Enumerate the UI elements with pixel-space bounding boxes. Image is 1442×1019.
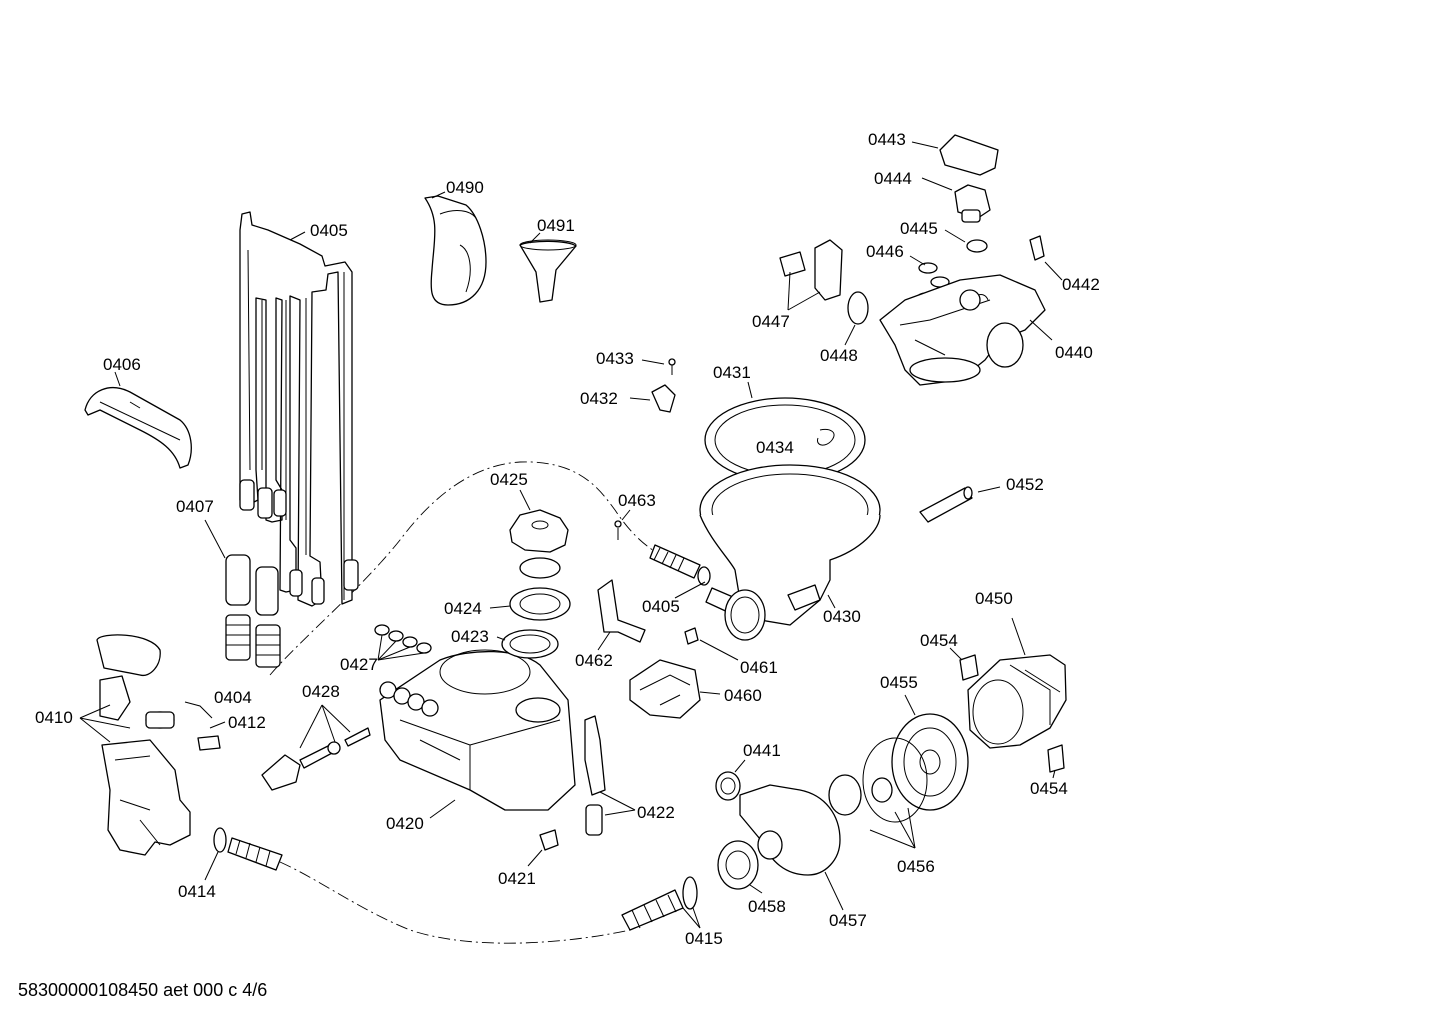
- part-0420-water-softener: [379, 649, 576, 811]
- label-0415: 0415: [685, 929, 723, 948]
- label-0414: 0414: [178, 882, 216, 901]
- label-0412: 0412: [228, 713, 266, 732]
- part-0433-screw: [668, 358, 676, 375]
- part-0407-sleeves: [225, 554, 279, 616]
- part-0428-level-switch: [261, 727, 371, 791]
- label-0442: 0442: [1062, 275, 1100, 294]
- part-0442-clip: [1029, 235, 1045, 261]
- label-0462: 0462: [575, 651, 613, 670]
- part-0415-hose: [621, 876, 698, 931]
- label-0430: 0430: [823, 607, 861, 626]
- label-0406: 0406: [103, 355, 141, 374]
- label-0422: 0422: [637, 803, 675, 822]
- part-0461-clip: [684, 627, 699, 645]
- label-0456: 0456: [897, 857, 935, 876]
- label-0454-top: 0454: [920, 631, 958, 650]
- label-0433: 0433: [596, 349, 634, 368]
- part-0462-bracket: [597, 579, 646, 643]
- label-0425: 0425: [490, 470, 528, 489]
- part-0456-seals-impeller: [828, 737, 928, 823]
- part-0443-cover: [939, 134, 999, 176]
- label-0404: 0404: [214, 688, 252, 707]
- part-0463-screw: [614, 520, 622, 540]
- label-0463: 0463: [618, 491, 656, 510]
- label-0490: 0490: [446, 178, 484, 197]
- label-0457: 0457: [829, 911, 867, 930]
- document-reference: 58300000108450 aet 000 c 4/6: [18, 980, 268, 1000]
- part-0454-clip-bottom: [1047, 744, 1065, 773]
- part-0455-pump-housing: [891, 713, 969, 811]
- part-0432-bracket: [651, 384, 676, 413]
- part-0425-ring: [519, 557, 561, 579]
- part-0430-sump: [699, 464, 881, 641]
- label-0450: 0450: [975, 589, 1013, 608]
- part-0444-connector: [954, 184, 991, 223]
- label-0410: 0410: [35, 708, 73, 727]
- part-0421-clip: [539, 829, 559, 851]
- part-0427-rings: [374, 624, 432, 654]
- label-0432: 0432: [580, 389, 618, 408]
- label-0431: 0431: [713, 363, 751, 382]
- label-0427: 0427: [340, 655, 378, 674]
- label-0458: 0458: [748, 897, 786, 916]
- label-0445: 0445: [900, 219, 938, 238]
- label-0421: 0421: [498, 869, 536, 888]
- part-0441-clamp: [715, 771, 741, 801]
- label-0423: 0423: [451, 627, 489, 646]
- part-0412-filter: [145, 701, 221, 751]
- hose-route-line-upper: [269, 461, 661, 676]
- label-0405-hose: 0405: [642, 597, 680, 616]
- hose-route-line-lower: [279, 861, 631, 944]
- part-0423-seal: [501, 629, 559, 659]
- part-0406-cover: [84, 387, 192, 469]
- label-0447: 0447: [752, 312, 790, 331]
- part-0491-funnel: [519, 239, 577, 303]
- part-0448-seal: [847, 291, 869, 325]
- part-0404-springs: [225, 614, 281, 668]
- label-0424: 0424: [444, 599, 482, 618]
- label-0405-tubes: 0405: [310, 221, 348, 240]
- label-0407: 0407: [176, 497, 214, 516]
- label-0448: 0448: [820, 346, 858, 365]
- part-0452-heating-tube: [919, 486, 973, 523]
- part-0457-pump-volute: [739, 784, 841, 876]
- part-0460-pump-motor-small: [629, 659, 701, 719]
- part-0424-nut: [509, 587, 571, 621]
- label-0441: 0441: [743, 741, 781, 760]
- part-0490-measuring-jug: [424, 195, 487, 306]
- label-0434: 0434: [756, 438, 794, 457]
- part-0454-clip-top: [959, 654, 979, 681]
- part-0447-sensor: [779, 239, 843, 301]
- part-0422-sensor: [584, 715, 606, 836]
- part-0425-cap: [509, 509, 569, 553]
- label-0452: 0452: [1006, 475, 1044, 494]
- label-0420: 0420: [386, 814, 424, 833]
- label-0461: 0461: [740, 658, 778, 677]
- part-0450-pump-motor: [967, 654, 1067, 749]
- label-0443: 0443: [868, 130, 906, 149]
- label-0460: 0460: [724, 686, 762, 705]
- label-0455: 0455: [880, 673, 918, 692]
- part-0414-drain-hose: [213, 827, 283, 871]
- part-0405-tube-assembly: [239, 211, 359, 607]
- part-0410-inlet-valve: [96, 634, 191, 856]
- label-0454-bottom: 0454: [1030, 779, 1068, 798]
- part-0458-seal-ring: [717, 840, 759, 890]
- label-0444: 0444: [874, 169, 912, 188]
- label-0491: 0491: [537, 216, 575, 235]
- label-0440: 0440: [1055, 343, 1093, 362]
- part-0440-housing: [879, 274, 1046, 386]
- label-0428: 0428: [302, 682, 340, 701]
- part-0445-ring: [966, 239, 988, 253]
- label-0446: 0446: [866, 242, 904, 261]
